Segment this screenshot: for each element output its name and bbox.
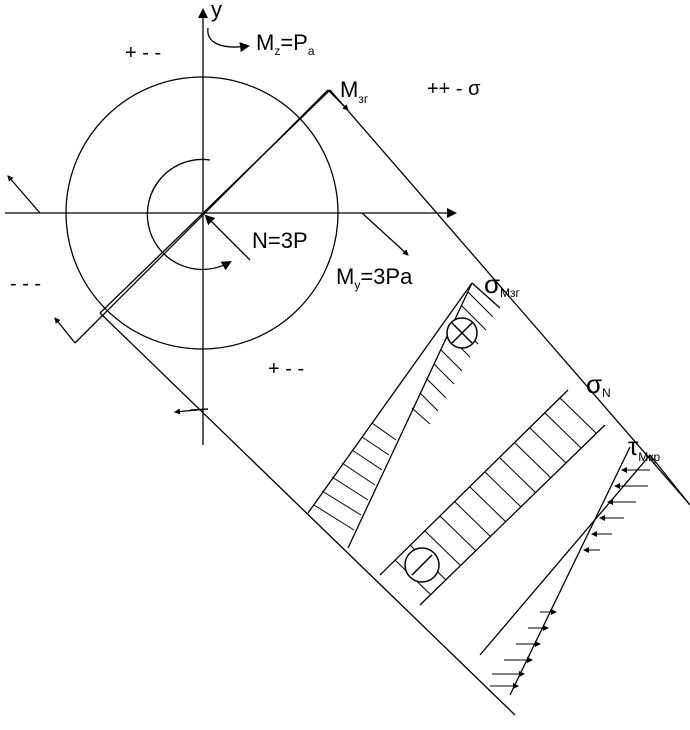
plus-circle-icon [446, 317, 478, 349]
sign-left: - - - [10, 273, 41, 295]
sigma-mzg-label: σMзг [484, 269, 521, 300]
force-line [7, 175, 41, 214]
sigma-mzg-hatch-upper [411, 291, 494, 425]
tau-hatch-upper [583, 467, 650, 553]
n-force-label: N=3P [252, 228, 308, 253]
n-force-arrow [204, 214, 251, 261]
tau-hatch-lower [490, 609, 557, 689]
mz-label: Mz=Pa [256, 30, 315, 58]
sigma-n-hatch [394, 397, 597, 596]
mzg-label: Mзг [340, 77, 369, 106]
rotation-arc [146, 158, 232, 271]
mz-arrow [207, 27, 250, 53]
sign-top-left: + - - [125, 42, 161, 64]
minus-circle-icon [404, 547, 440, 583]
sigma-mzg-hatch-lower [313, 422, 397, 531]
cross-section-circle [65, 76, 339, 350]
sigma-n-label: σN [586, 369, 611, 400]
y-axis-label: y [211, 0, 222, 22]
sign-bottom: + - - [268, 358, 304, 380]
my-label: My=3Pa [336, 264, 413, 292]
tau-label: τMкр [628, 431, 661, 464]
sign-top-right: ++ - σ [427, 78, 481, 100]
